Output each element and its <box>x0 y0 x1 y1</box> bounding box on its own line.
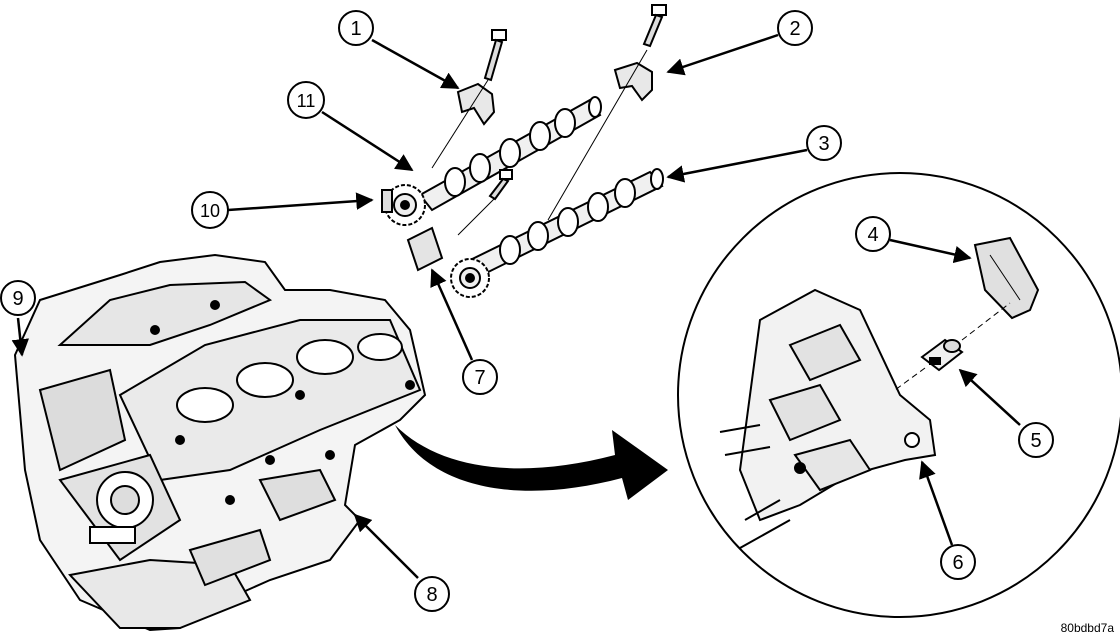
svg-text:5: 5 <box>1030 430 1041 452</box>
callout-8: 8 <box>414 576 450 612</box>
callout-9: 9 <box>0 280 36 316</box>
callout-1: 1 <box>338 10 374 46</box>
camshaft-assembly <box>381 4 667 298</box>
exhaust-camshaft <box>458 168 664 282</box>
svg-text:9: 9 <box>12 288 23 310</box>
svg-text:11: 11 <box>297 91 316 111</box>
chain-guide <box>406 226 444 272</box>
bearing-cap-upper <box>456 82 496 126</box>
detail-view-arrow <box>395 425 668 500</box>
callout-7: 7 <box>462 359 498 395</box>
camshaft-sprocket <box>450 258 490 298</box>
sprocket-bolt <box>488 169 513 201</box>
callout-11: 11 <box>287 81 325 119</box>
callout-3: 3 <box>806 125 842 161</box>
svg-text:2: 2 <box>789 18 800 40</box>
bearing-cap-bolt-2 <box>642 4 667 48</box>
svg-text:7: 7 <box>474 367 485 389</box>
svg-text:3: 3 <box>818 133 829 155</box>
bearing-cap-lower <box>613 61 653 102</box>
svg-text:6: 6 <box>952 552 963 574</box>
cam-phaser <box>381 184 426 226</box>
detail-view <box>677 172 1120 618</box>
callout-6: 6 <box>940 544 976 580</box>
svg-text:8: 8 <box>426 584 437 606</box>
callout-4: 4 <box>855 216 891 252</box>
svg-text:1: 1 <box>350 18 361 40</box>
callout-2: 2 <box>777 10 813 46</box>
callout-10: 10 <box>191 191 229 229</box>
lash-adjuster <box>920 338 964 372</box>
rocker-arm <box>973 236 1040 320</box>
intake-camshaft <box>418 96 602 212</box>
callout-5: 5 <box>1018 422 1054 458</box>
svg-text:4: 4 <box>867 224 878 246</box>
svg-text:10: 10 <box>200 201 220 221</box>
figure-code: 80bdbd7a <box>1060 621 1114 635</box>
bearing-cap-bolt-1 <box>483 29 507 82</box>
leader-arrows <box>11 33 1021 579</box>
engine-block <box>13 253 427 632</box>
